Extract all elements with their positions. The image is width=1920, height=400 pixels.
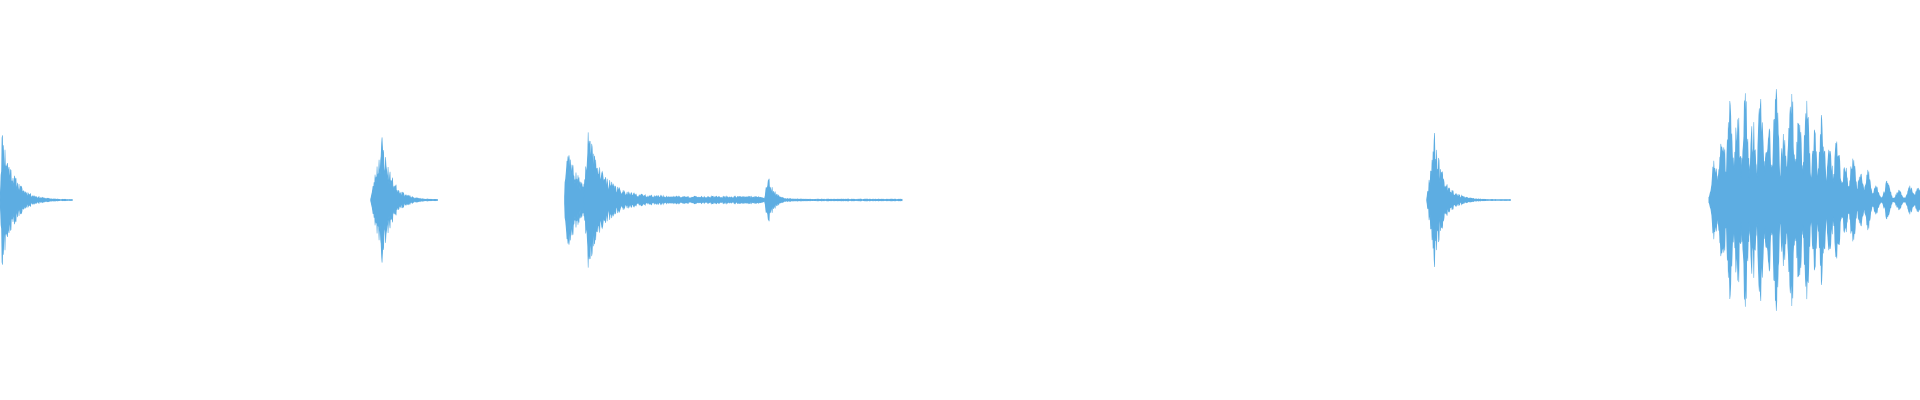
waveform-segment-burst-5 <box>1708 89 1920 311</box>
waveform-segment-burst-4 <box>1426 133 1511 267</box>
waveform-segment-burst-3a <box>564 155 586 245</box>
waveform-segment-burst-2 <box>370 137 438 263</box>
waveform-segment-burst-3b <box>583 132 764 268</box>
waveform-segment-burst-1 <box>0 135 73 265</box>
waveform-segment-burst-3c <box>763 178 903 222</box>
